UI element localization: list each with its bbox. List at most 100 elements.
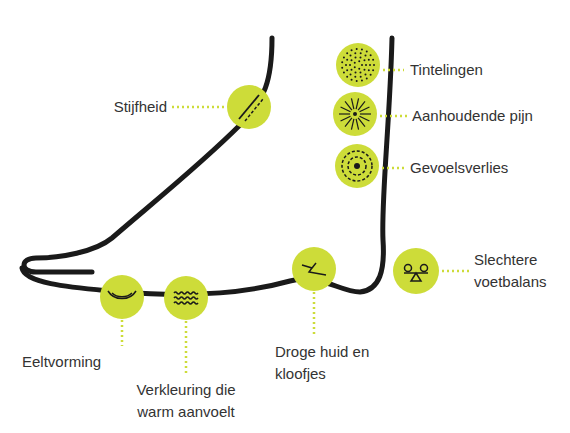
icon-dot [372, 59, 374, 61]
icon-stroke [174, 297, 198, 299]
symptom-label: Stijfheid [80, 96, 167, 118]
icon-dot [346, 52, 348, 54]
icon-dot [360, 52, 362, 54]
icon-dot [355, 56, 357, 58]
icon-dot [346, 59, 348, 61]
icon-circle [336, 43, 380, 87]
symptom-icon [393, 248, 439, 294]
icon-dot [350, 73, 352, 75]
icon-dot [354, 52, 356, 54]
icon-dot [343, 72, 345, 74]
symptom-label: Slechtere voetbalans [474, 249, 562, 293]
icon-dot [358, 60, 360, 62]
icon-circle [292, 247, 336, 291]
icon-stroke [174, 292, 198, 294]
icon-stroke [341, 107, 351, 112]
icon-dot [351, 79, 353, 81]
icon-dot [354, 62, 356, 64]
icon-dot [358, 68, 360, 70]
symptom-label: Gevoelsverlies [410, 157, 560, 179]
symptom-icon [333, 92, 377, 136]
icon-dot [369, 64, 371, 66]
icon-ring [342, 151, 372, 181]
icon-dot [372, 69, 374, 71]
icon-ring [421, 265, 428, 272]
icon-dot [343, 56, 345, 58]
icon-dot [365, 64, 367, 66]
leader-line [382, 167, 404, 170]
icon-dot [364, 73, 366, 75]
icon-dot [361, 64, 363, 66]
symptom-icon [292, 247, 336, 291]
icon-dot [355, 72, 357, 74]
symptom-icon [164, 276, 208, 320]
icon-dot [361, 48, 363, 50]
icon-dot [341, 67, 343, 69]
leader-line [121, 320, 124, 346]
leader-line [380, 115, 407, 118]
icon-stroke [360, 116, 370, 121]
leader-line [313, 292, 316, 336]
icon-dot [356, 80, 358, 82]
icon-dot [351, 49, 353, 51]
icon-stroke [358, 118, 365, 127]
icon-circle [100, 275, 144, 319]
icon-dot [359, 72, 361, 74]
symptom-label: Verkleuring die warm aanvoelt [118, 379, 254, 423]
symptom-icon [335, 144, 379, 188]
icon-stroke [351, 98, 353, 109]
icon-circle [333, 92, 377, 136]
icon-dot [351, 59, 353, 61]
symptom-icon [227, 85, 271, 129]
symptom-icon [100, 275, 144, 319]
icon-stroke [360, 107, 370, 112]
icon-dot [346, 69, 348, 71]
icon-circle [335, 144, 379, 188]
foot-sole [22, 38, 392, 294]
icon-stroke [339, 113, 350, 114]
icon-dot [356, 48, 358, 50]
leader-line [172, 106, 225, 109]
symptom-label: Tintelingen [410, 59, 550, 81]
icon-dot [363, 59, 365, 61]
icon-stroke [108, 291, 136, 299]
icon-dot [345, 64, 347, 66]
icon-dot [366, 77, 368, 79]
icon-dot [370, 74, 372, 76]
icon-stroke [356, 119, 358, 130]
foot-outline [24, 38, 272, 272]
icon-dot [364, 55, 366, 57]
icon-stroke [351, 119, 353, 130]
icon-dot [351, 69, 353, 71]
leader-line [383, 69, 404, 72]
icon-dot [341, 61, 343, 63]
icon-stroke [356, 98, 358, 109]
icon-stroke [174, 302, 198, 304]
icon-dot [370, 54, 372, 56]
icon-dot [360, 76, 362, 78]
icon-stroke [345, 101, 352, 110]
icon-dot [359, 56, 361, 58]
icon-dot [368, 59, 370, 61]
symptom-label: Eeltvorming [22, 351, 132, 373]
leader-line [442, 270, 469, 273]
symptom-label: Droge huid en kloofjes [275, 341, 370, 385]
icon-stroke [112, 293, 132, 297]
icon-dot [363, 69, 365, 71]
icon-dot [373, 64, 375, 66]
symptom-label: Aanhoudende pijn [412, 105, 562, 127]
icon-stroke [312, 263, 316, 268]
icon-dot [354, 66, 356, 68]
icon-dot [354, 163, 360, 169]
icon-ring [348, 157, 366, 175]
icon-dot [350, 55, 352, 57]
icon-dot [353, 112, 357, 116]
icon-dot [346, 76, 348, 78]
icon-stroke [404, 273, 428, 281]
icon-dot [361, 80, 363, 82]
icon-stroke [345, 118, 352, 127]
icon-ring [415, 270, 417, 272]
icon-dot [354, 76, 356, 78]
icon-stroke [341, 116, 351, 121]
